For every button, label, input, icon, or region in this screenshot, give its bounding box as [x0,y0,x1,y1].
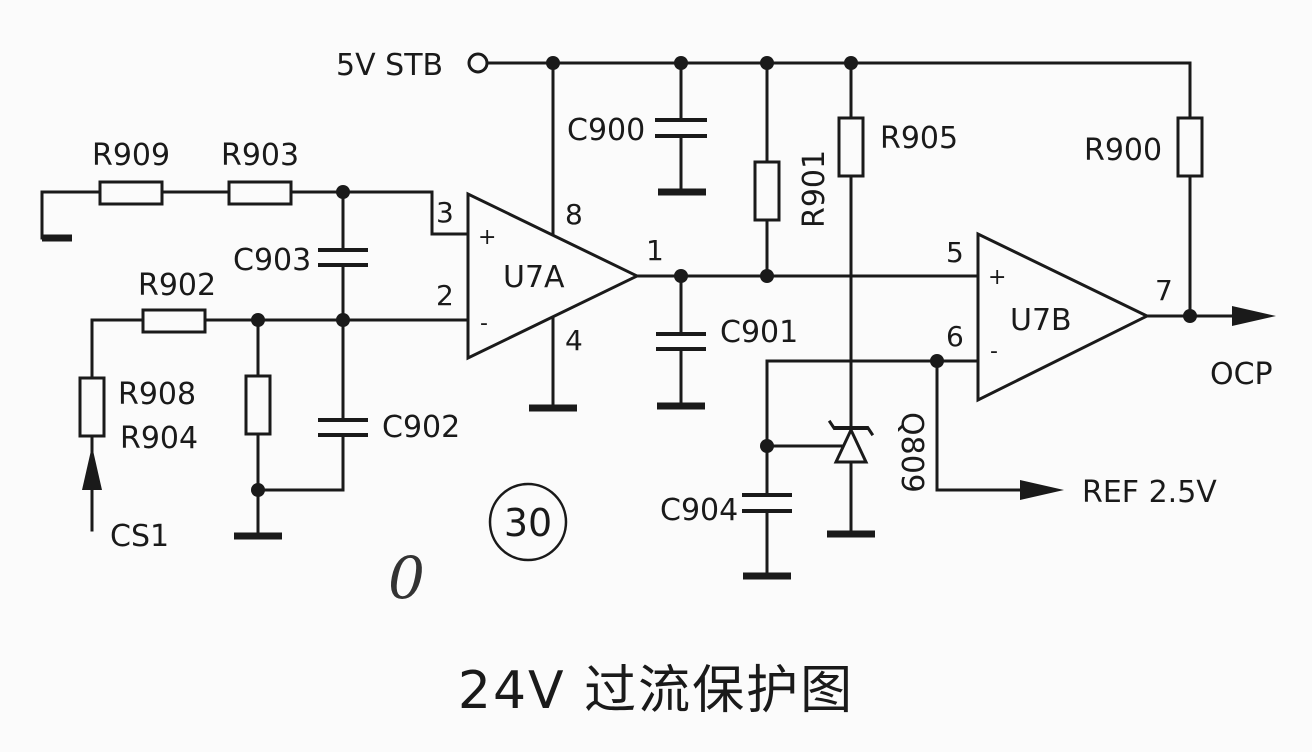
r902-label: R902 [138,268,216,303]
pin-5-label: 5 [946,236,964,269]
q809-label: Q809 [894,412,929,493]
r902-resistor [141,308,207,334]
junction-dot [1183,309,1197,323]
r900-label: R900 [1084,133,1162,168]
r908-r902-wire [90,318,145,382]
r904-resistor [244,374,272,436]
pin-7-label: 7 [1155,274,1173,307]
pin-2-label: 2 [436,279,454,312]
q809-cathode-tick-left [827,419,837,431]
u7a-plus-sign: + [478,225,496,250]
pin-3-label: 3 [436,196,454,229]
r901-label: R901 [797,150,832,228]
c900-label: C900 [567,113,645,148]
r905-resistor [837,116,865,178]
pin3-wire [289,190,470,236]
u7b-minus-sign: - [990,339,998,364]
pin-8-label: 8 [565,198,583,231]
pin-6-label: 6 [946,320,964,353]
supply-label: 5V STB [336,48,443,83]
u7a-minus-sign: - [480,311,488,336]
r905-label: R905 [880,121,958,156]
ref-label: REF 2.5V [1082,475,1217,510]
r909-label: R909 [92,138,170,173]
c901-label: C901 [720,315,798,350]
r903-label: R903 [221,138,299,173]
supply-terminal [467,52,489,74]
ocp-arrow [1232,306,1276,326]
r904-label: R904 [120,421,198,456]
page-stamp-number: 30 [504,501,552,545]
page-stamp-circle [488,482,568,562]
r909-resistor [98,180,164,206]
u7b-opamp [976,231,1151,403]
cs1-label: CS1 [110,519,169,554]
r908-label: R908 [118,377,196,412]
r903-resistor [227,180,293,206]
q809-cathode-tick-right [865,425,875,437]
ref-arrow [1020,480,1064,500]
r908-resistor [78,376,106,438]
pin-4-label: 4 [565,324,583,357]
ocp-label: OCP [1210,357,1273,392]
r909-ground-wire [40,190,102,240]
c903-label: C903 [233,243,311,278]
junction-dot [546,56,560,70]
r900-resistor [1176,116,1204,178]
c902-wire-bottom [256,433,345,492]
u7b-plus-sign: + [988,265,1006,290]
cs1-arrow [82,446,102,490]
r901-resistor [753,160,781,222]
diagram-caption: 24V 过流保护图 [457,661,855,721]
c904-label: C904 [660,493,738,528]
ref-wire [935,359,1032,492]
u7b-label: U7B [1010,303,1072,338]
junction-dot [760,269,774,283]
u7a-label: U7A [503,260,565,295]
junction-dot [336,313,350,327]
handwritten-mark: 0 [388,544,425,612]
pin-1-label: 1 [646,234,664,267]
c902-label: C902 [382,410,460,445]
